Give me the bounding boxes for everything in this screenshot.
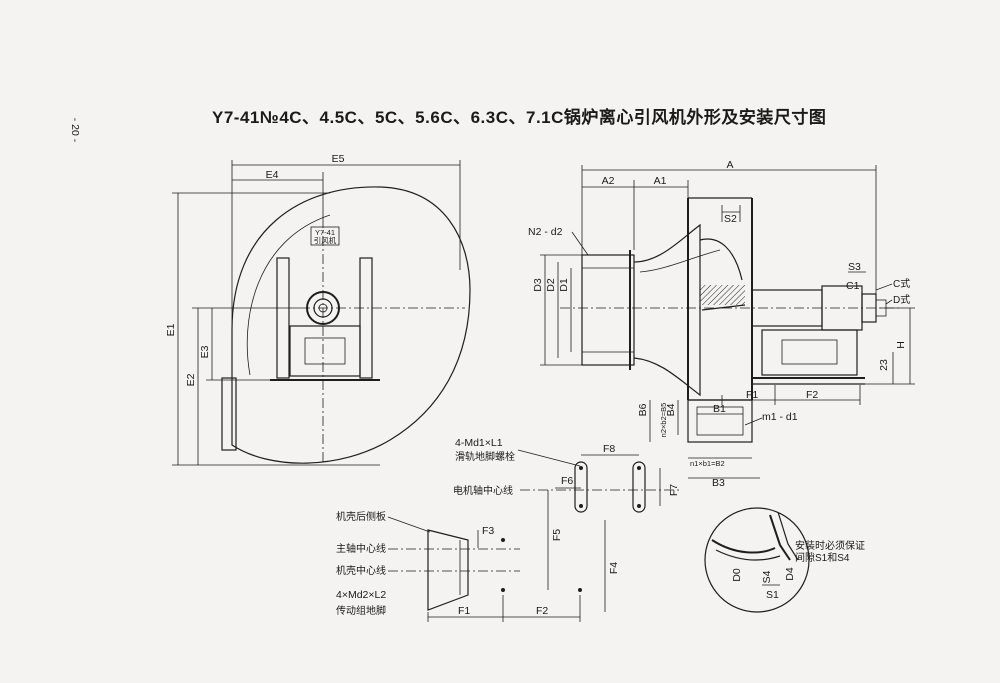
- dim-D2: D2: [545, 278, 557, 292]
- rail-detail: 4-Md1×L1 滑轨地脚螺栓 电机轴中心线 F8 F6 F7 F5 F4: [453, 437, 680, 612]
- nameplate-line2: 引风机: [314, 235, 337, 245]
- dim-F2-base: F2: [536, 605, 548, 617]
- dim-B3: B3: [712, 477, 725, 489]
- dim-F6: F6: [561, 475, 573, 487]
- dim-E5: E5: [332, 153, 345, 165]
- dim-F4: F4: [608, 562, 620, 574]
- dim-B6: B6: [637, 403, 649, 416]
- dim-F2-side: F2: [806, 389, 818, 401]
- rail-bolt-label: 4-Md1×L1: [455, 437, 503, 449]
- dim-D4: D4: [784, 567, 796, 581]
- clearance-detail: 安装时必须保证 间隙S1和S4 D0 S4 D4 S1: [704, 507, 865, 613]
- dim-A: A: [726, 159, 733, 171]
- dim-E4: E4: [266, 169, 279, 181]
- base-detail: 机壳后侧板 主轴中心线 机壳中心线 4×Md2×L2 传动组地脚 F3 F1 F…: [336, 510, 582, 622]
- dim-B4: B4: [665, 403, 677, 416]
- dim-D0: D0: [731, 568, 743, 582]
- dim-n1b1: n1×b1=B2: [690, 459, 725, 468]
- dim-F5: F5: [551, 529, 563, 541]
- dim-23: 23: [878, 359, 890, 371]
- dim-F1-side: F1: [746, 389, 758, 401]
- casing-center-label: 机壳中心线: [336, 564, 386, 577]
- label-C-style: C式: [893, 277, 910, 290]
- dim-F7: F7: [668, 484, 680, 496]
- page-title: Y7-41№4C、4.5C、5C、5.6C、6.3C、7.1C锅炉离心引风机外形…: [212, 107, 826, 127]
- dim-B1: B1: [713, 403, 726, 415]
- dim-S4: S4: [761, 570, 773, 583]
- dim-D3: D3: [532, 278, 544, 292]
- dim-n2b2: n2×b2=B5: [659, 403, 668, 438]
- front-view: Y7-41 引风机 E5 E4 E1 E2 E3: [165, 153, 471, 466]
- dim-D1: D1: [558, 278, 570, 292]
- label-D-style: D式: [893, 293, 910, 306]
- dim-A1: A1: [654, 175, 667, 187]
- dim-E3: E3: [199, 345, 211, 358]
- base-desc-label: 传动组地脚: [336, 604, 386, 617]
- dim-S3: S3: [848, 261, 861, 273]
- label-C1: C1: [846, 280, 860, 292]
- main-axis-label: 主轴中心线: [336, 542, 386, 555]
- nameplate-line1: Y7-41: [315, 228, 335, 237]
- label-m1d1: m1 - d1: [762, 411, 798, 423]
- dim-S2: S2: [724, 213, 737, 225]
- casing-back-label: 机壳后侧板: [336, 510, 386, 523]
- clearance-note-line2: 间隙S1和S4: [795, 551, 850, 564]
- side-view: S2 A A2 A1 N2 - d2 D3 D2 D1: [528, 159, 915, 489]
- motor-axis-label: 电机轴中心线: [453, 484, 513, 497]
- dim-F3: F3: [482, 525, 494, 537]
- clearance-note-line1: 安装时必须保证: [795, 539, 865, 552]
- label-N2d2: N2 - d2: [528, 226, 563, 238]
- page-number: - 20 -: [69, 118, 81, 143]
- dim-E1: E1: [165, 323, 177, 336]
- dim-F1-base: F1: [458, 605, 470, 617]
- dim-E2: E2: [185, 373, 197, 386]
- dim-A2: A2: [602, 175, 615, 187]
- base-bolt-label: 4×Md2×L2: [336, 589, 386, 601]
- rail-bolt-desc: 滑轨地脚螺栓: [455, 450, 515, 463]
- dim-S1: S1: [766, 589, 779, 601]
- dim-H: H: [895, 341, 907, 349]
- dim-F8: F8: [603, 443, 615, 455]
